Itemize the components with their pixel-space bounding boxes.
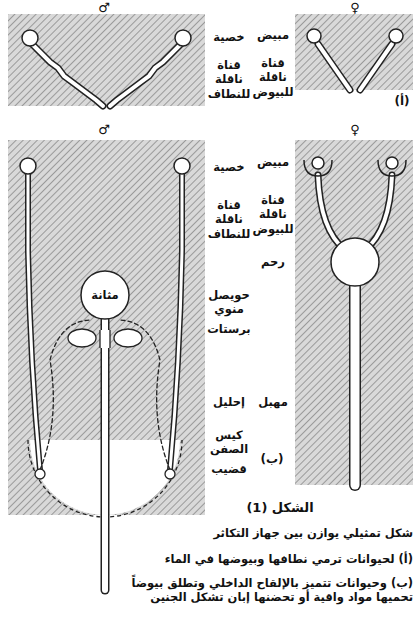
part-label: مهبل (252, 395, 294, 409)
part-label: رحم (252, 255, 294, 269)
part-label: (ب) (252, 452, 292, 467)
node-label: مثانة (91, 288, 118, 302)
sex-symbol: ♀ (343, 122, 367, 138)
part-label: قناة ناقلة للنطاف (207, 58, 251, 101)
sex-symbol: ♂ (92, 0, 116, 16)
part-label: قضيب (207, 462, 251, 476)
part-label: قناة ناقلة للبيوض (252, 56, 294, 99)
part-label: برستات (207, 322, 251, 336)
part-label: حويصل منوي (207, 288, 251, 317)
sex-symbol: ♂ (92, 122, 116, 138)
part-label: قناة ناقلة للنطاف (207, 198, 251, 241)
caption-note: (أ) لحيوانات ترمي نطافها وبيوضها في الما… (125, 552, 413, 566)
sex-symbol: ♀ (343, 0, 367, 16)
node-text-wrap: مثانة (80, 270, 130, 320)
part-label: خصية (207, 30, 251, 44)
part-label: كيس الصفن (207, 428, 251, 457)
figure-title: الشكل (1) (225, 500, 335, 516)
caption-note: (ب) وحيوانات تتميز بالإلقاح الداخلي وتطل… (125, 576, 413, 605)
bladder-circle: مثانة (80, 270, 130, 320)
figure-caption: شكل تمثيلي يوازن بين جهاز التكاثر (125, 526, 413, 540)
part-label: مبيض (252, 28, 294, 42)
part-label: قناة ناقلة للبيوض (252, 193, 294, 236)
part-label: (أ) (388, 94, 416, 109)
part-label: إحليل (207, 395, 251, 409)
part-label: مبيض (252, 155, 294, 169)
part-label: خصية (207, 160, 251, 174)
